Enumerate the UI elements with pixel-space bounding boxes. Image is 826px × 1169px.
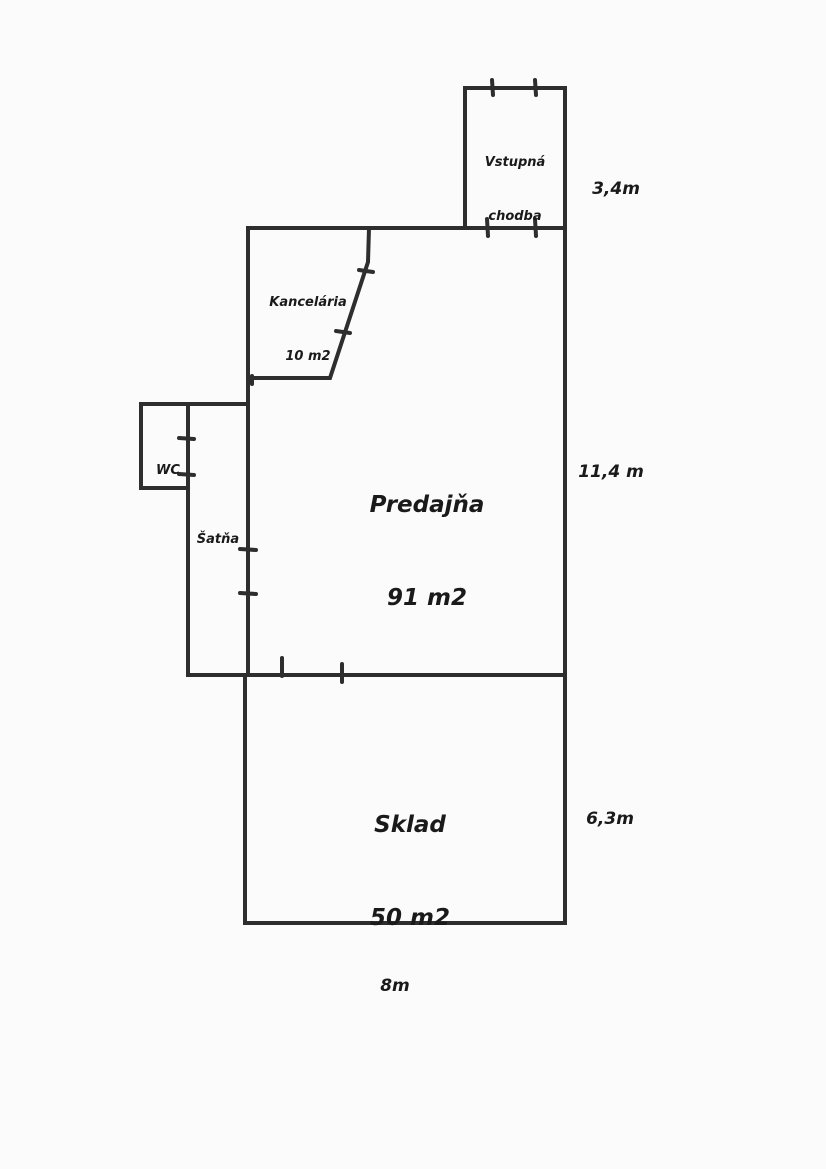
entrance-corridor-label: Vstupná chodba [470,118,560,262]
office-label-line1: Kancelária [269,295,347,310]
office-area-label: 10 m2 [285,349,331,364]
door-tick [485,217,490,238]
storage-label: Sklad 50 m2 [340,748,480,996]
door-tick [177,436,196,441]
storage-width-dimension: 8m [370,936,420,1036]
door-tick [357,268,375,274]
storage-walls [243,673,567,925]
storage-width-value: 8m [380,976,410,996]
office-label: Kancelária 10 m2 [258,258,358,402]
wc-name: WC [156,463,180,478]
wc-walls [139,402,190,490]
shop-label: Predajňa 91 m2 [337,428,517,676]
door-tick [238,591,258,596]
storage-length-dimension: 6,3m [580,769,640,869]
door-tick [490,78,495,97]
cloakroom-walls [186,402,250,677]
storage-name: Sklad [374,812,446,838]
door-tick [334,329,352,335]
entrance-width-dimension: 3,4m [586,139,646,239]
office-partition-wall [246,225,372,380]
cloakroom-name: Šatňa [196,532,240,547]
shop-area: 91 m2 [387,585,467,611]
storage-area: 50 m2 [370,905,450,931]
door-tick [177,472,196,477]
storage-length-value: 6,3m [586,809,634,829]
shop-name: Predajňa [369,492,485,518]
wc-label: WC [148,426,188,516]
door-tick [238,547,258,552]
cloakroom-label: Šatňa [190,495,246,585]
door-tick [533,78,538,97]
entrance-corridor-label-line2: chodba [488,209,542,224]
shop-length-dimension: 11,4 m [570,422,652,522]
door-tick [533,217,538,238]
shop-length-value: 11,4 m [578,462,644,482]
entrance-width-value: 3,4m [592,179,640,199]
entrance-corridor-label-line1: Vstupná [484,155,546,170]
